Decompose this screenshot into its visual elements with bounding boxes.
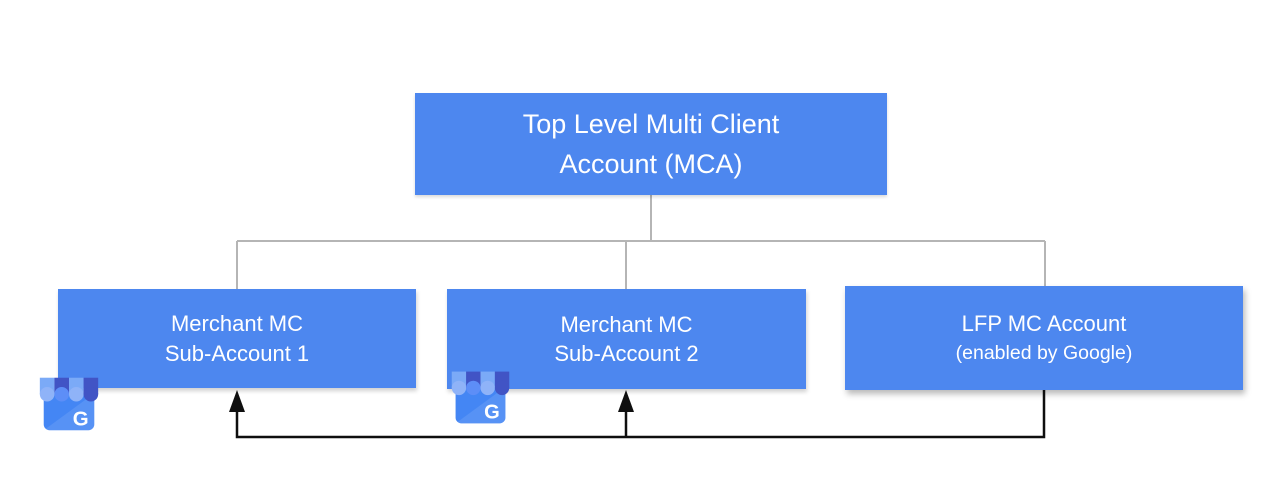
- node-merchant-sub-account-2: Merchant MC Sub-Account 2: [447, 289, 806, 389]
- node-merchant-sub-account-2-line2: Sub-Account 2: [554, 341, 699, 366]
- google-g-letter: G: [484, 402, 500, 424]
- node-lfp-mc-account-line2: (enabled by Google): [955, 341, 1133, 364]
- arrowhead-sub1: [229, 390, 245, 412]
- node-top-level-mca-line2: Account (MCA): [559, 149, 743, 179]
- node-lfp-mc-account: LFP MC Account (enabled by Google): [845, 286, 1243, 390]
- google-g-letter: G: [73, 408, 89, 430]
- storefront-body: [43, 393, 95, 431]
- node-top-level-mca: Top Level Multi Client Account (MCA): [415, 93, 887, 195]
- node-lfp-mc-account-line1: LFP MC Account: [961, 310, 1127, 336]
- arrowhead-sub2: [618, 390, 634, 412]
- node-top-level-mca-line1: Top Level Multi Client: [522, 108, 780, 139]
- node-merchant-sub-account-2-line1: Merchant MC: [560, 311, 693, 337]
- node-merchant-sub-account-1: Merchant MC Sub-Account 1: [58, 289, 416, 388]
- node-merchant-sub-account-1-line1: Merchant MC: [170, 311, 304, 337]
- node-merchant-sub-account-1-line2: Sub-Account 1: [164, 340, 310, 366]
- storefront-body: [455, 386, 506, 424]
- lfp-feedback-path: [235, 390, 1046, 439]
